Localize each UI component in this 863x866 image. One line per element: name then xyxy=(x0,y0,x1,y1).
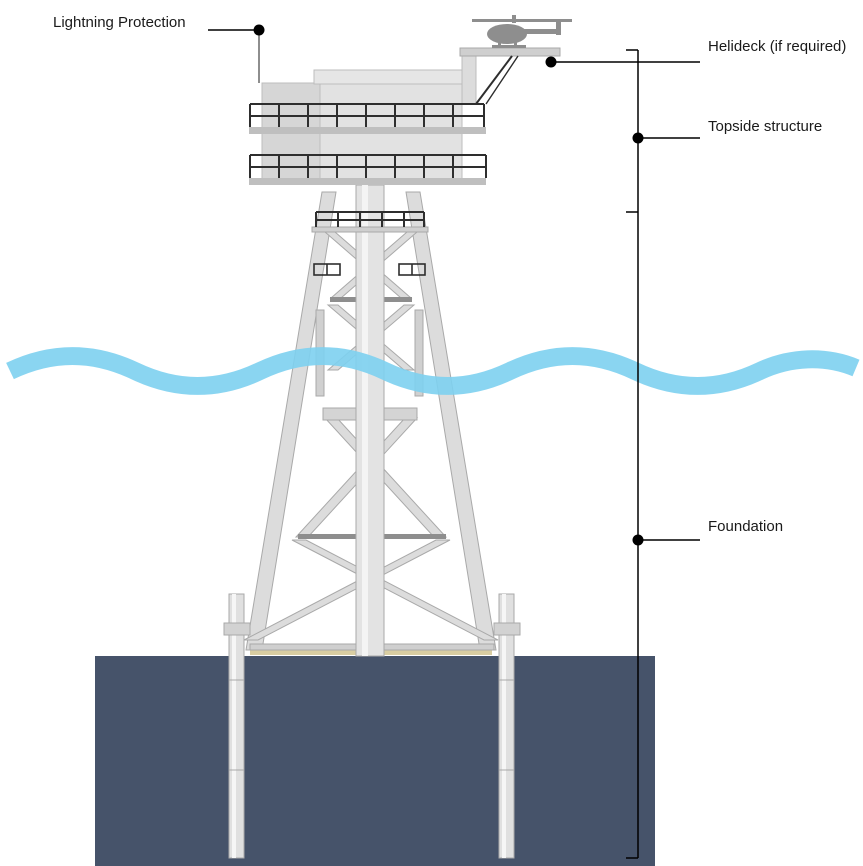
helicopter-icon xyxy=(472,15,572,48)
label-lightning-protection: Lightning Protection xyxy=(53,14,186,31)
marker-helideck xyxy=(545,56,557,68)
side-platform-right xyxy=(398,263,426,276)
marker-lightning xyxy=(253,24,265,36)
pile-left xyxy=(223,593,251,859)
label-foundation: Foundation xyxy=(708,518,784,535)
label-helideck: Helideck (if required) xyxy=(708,38,847,55)
upper-deck-railing xyxy=(249,103,485,127)
leader-lines xyxy=(208,29,700,859)
boat-landing-right xyxy=(414,309,424,397)
label-topside-structure: Topside structure xyxy=(708,118,823,135)
marker-topside xyxy=(632,132,644,144)
marker-foundation xyxy=(632,534,644,546)
seabed xyxy=(95,656,655,866)
water-surface xyxy=(6,347,860,395)
pile-right xyxy=(493,593,521,859)
central-conductor xyxy=(355,184,385,657)
side-platform-left xyxy=(313,263,341,276)
topside-module xyxy=(249,53,486,185)
lower-deck-railing xyxy=(249,154,487,178)
access-platform xyxy=(311,211,429,233)
